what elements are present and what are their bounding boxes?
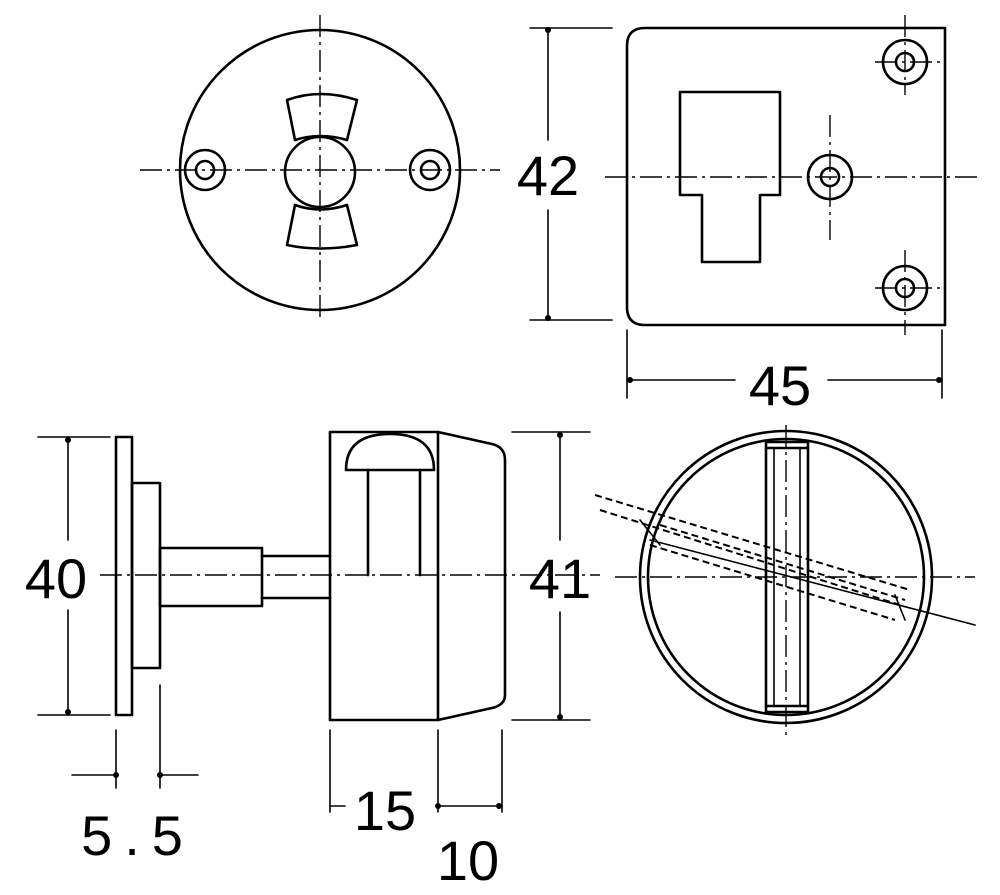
knob-cap [436,430,507,722]
spindle-hub [283,135,357,209]
rotated-bar-outline [594,494,976,626]
latch-slot [678,90,782,264]
lower-indicator-wing [285,203,359,250]
bottom-screw-hole [881,264,929,312]
dimension-42-label: 42 [517,144,579,207]
top-screw-hole [881,38,929,86]
center-screw-hole [806,153,854,201]
front-view-rosette [140,15,500,318]
dimension-15-10: 15 10 [329,729,503,892]
dimension-45-label: 45 [749,354,811,417]
knob-body [328,430,440,722]
side-view [100,430,600,722]
dimension-10-label: 10 [437,829,499,892]
dimension-15-label: 15 [354,779,416,842]
dimension-42: 42 [517,27,613,321]
upper-indicator-wing [285,92,359,142]
dimension-41: 41 [511,431,591,721]
dimension-40-label: 40 [25,547,87,610]
dimension-45: 45 [626,329,943,417]
latch-head [344,432,436,472]
dimension-5-5-label: 5.5 [81,804,195,867]
turn-bar [764,440,810,714]
rear-view-knob [594,425,976,740]
dimension-5-5: 5.5 [71,684,199,867]
left-screw-hole [183,148,227,192]
mounting-flange [114,435,134,717]
dimension-41-label: 41 [529,547,591,610]
spindle-shaft [158,546,264,608]
right-screw-hole [408,148,452,192]
dimension-40: 40 [25,436,111,716]
plate-view [605,15,978,335]
